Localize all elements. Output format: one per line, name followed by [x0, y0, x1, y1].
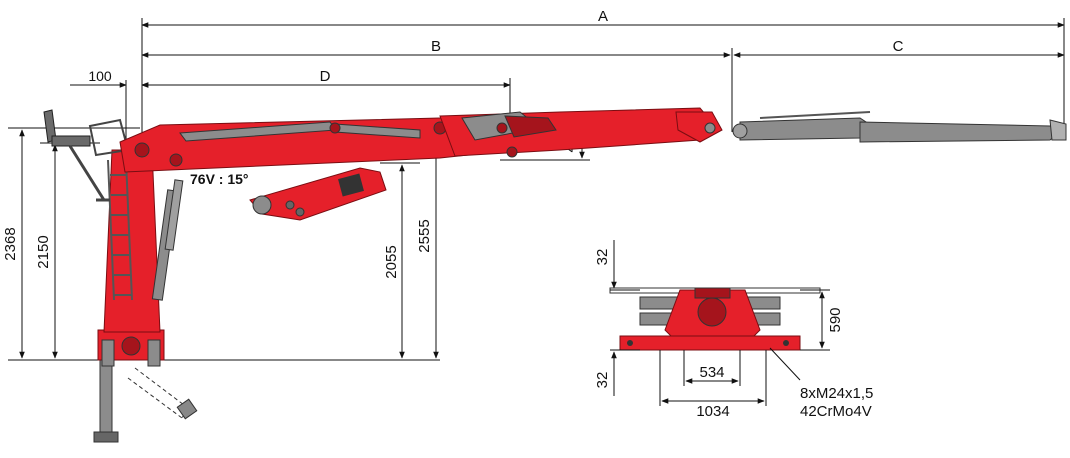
- telescopic-extension: [732, 111, 1067, 143]
- vertical-dimensions: [8, 126, 590, 361]
- crane-base: [97, 329, 165, 367]
- bolt-leader-line: [769, 347, 801, 381]
- slewing-arm-detail: [249, 167, 387, 221]
- main-boom: [119, 117, 516, 173]
- dimension-2368-label: 2368: [2, 227, 19, 260]
- crane-column: [103, 149, 184, 333]
- slew-angle-label: 76V : 15°: [190, 171, 249, 187]
- dimension-32-bottom-label: 32: [594, 372, 611, 389]
- dimension-lines: [70, 18, 1065, 360]
- dimension-100-label: 100: [88, 68, 112, 84]
- dimension-d-label: D: [320, 68, 331, 85]
- base-plate-detail: [609, 287, 821, 351]
- bolt-spec-label: 8xM24x1,5: [800, 385, 873, 402]
- dimension-1034-label: 1034: [696, 403, 729, 420]
- outer-boom: [439, 107, 723, 158]
- bolt-material-label: 42CrMo4V: [800, 403, 872, 420]
- dimension-32-top-label: 32: [594, 249, 611, 266]
- dimension-2150-label: 2150: [35, 235, 52, 268]
- dimension-2055-label: 2055: [383, 245, 400, 278]
- dimension-b-label: B: [431, 38, 441, 55]
- dimension-2555-label: 2555: [416, 219, 433, 252]
- dimension-a-label: A: [598, 8, 608, 25]
- base-plate-dimensions: [610, 240, 830, 406]
- dimension-c-label: C: [893, 38, 904, 55]
- dimension-590-label: 590: [827, 307, 844, 332]
- dimension-534-label: 534: [699, 364, 724, 381]
- operator-seat: [43, 109, 130, 202]
